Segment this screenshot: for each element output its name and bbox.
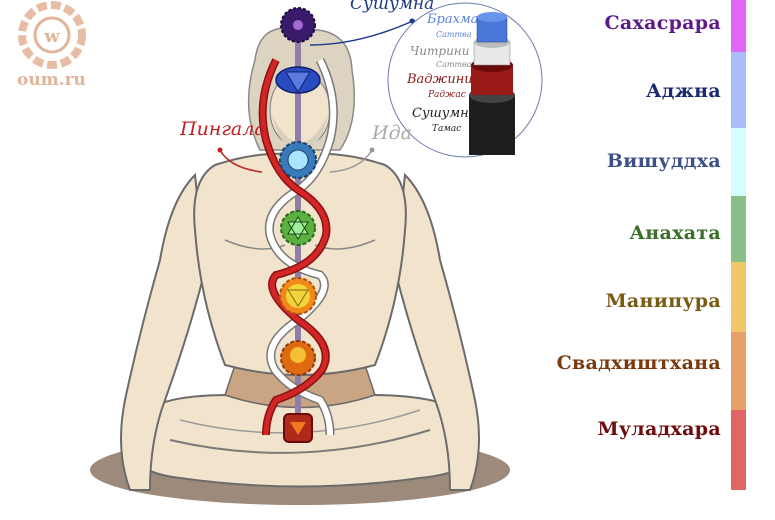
chakra-name-muladhara: Муладхара xyxy=(597,418,721,440)
inset-layer-quality: Саттва xyxy=(436,60,472,69)
ida-label: Ида xyxy=(372,122,412,144)
ida-pointer xyxy=(329,149,373,173)
chakra-name-ajna: Аджна xyxy=(645,80,721,102)
chakra-name-manipura: Манипура xyxy=(605,290,721,312)
bar-segment-anahata xyxy=(731,196,746,262)
anahata-icon xyxy=(280,210,316,246)
manipura-icon xyxy=(279,277,317,315)
pointer-dot xyxy=(409,18,415,24)
leg-crease xyxy=(169,429,431,454)
inset-layer-name: Читрини xyxy=(410,44,470,58)
inset-layer-quality: Раджас xyxy=(428,90,466,100)
pointer-dot xyxy=(217,147,223,153)
svadhisthana-icon xyxy=(280,340,316,376)
muladhara-icon xyxy=(283,413,313,443)
inset-layer-name: Брахма xyxy=(427,12,479,27)
chakra-name-vishuddha: Вишуддха xyxy=(606,150,721,172)
pingala-label: Пингала xyxy=(180,118,266,140)
chakra-name-anahata: Анахата xyxy=(629,222,721,244)
pingala-channel-fill xyxy=(260,58,329,436)
chakra-name-svadhisthana: Свадхиштхана xyxy=(556,352,721,374)
bar-segment-sahasrara xyxy=(731,0,746,52)
cable-cross-section-icon xyxy=(469,12,515,155)
logo-text[interactable]: oum.ru xyxy=(17,70,86,90)
inset-layer-name: Сушумна xyxy=(412,106,477,121)
inset-layer-quality: Саттва xyxy=(436,30,472,39)
bar-segment-vishuddha xyxy=(731,128,746,196)
sushumna-pointer xyxy=(309,19,416,46)
oum-logo-icon: w xyxy=(18,1,86,69)
ajna-icon xyxy=(275,66,321,94)
inset-layer-name: Ваджини xyxy=(407,72,473,87)
vishuddha-icon xyxy=(279,141,317,179)
beard xyxy=(272,115,328,155)
bar-segment-muladhara xyxy=(731,410,746,490)
chest-line xyxy=(224,239,286,250)
bar-segment-manipura xyxy=(731,262,746,332)
pingala-pointer xyxy=(219,149,263,173)
right-arm xyxy=(393,172,480,491)
chakra-name-sahasrara: Сахасрара xyxy=(604,12,721,34)
left-arm xyxy=(120,172,207,491)
bar-segment-ajna xyxy=(731,52,746,128)
sahasrara-icon xyxy=(280,7,316,43)
bar-segment-svadhisthana xyxy=(731,332,746,410)
svg-text:w: w xyxy=(43,26,60,47)
sushumna-label: Сушумна xyxy=(350,0,435,14)
inset-layer-quality: Тамас xyxy=(432,124,462,134)
pointer-dot xyxy=(369,147,375,153)
